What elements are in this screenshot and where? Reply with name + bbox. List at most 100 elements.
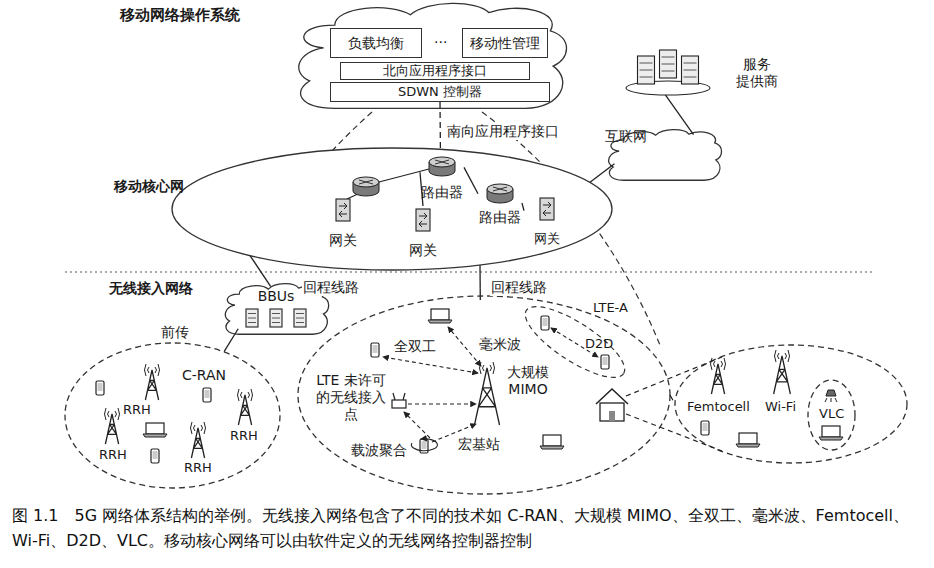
phone-screen (422, 441, 427, 449)
server-slot (662, 71, 675, 72)
connector (522, 203, 524, 211)
server-icon (294, 309, 306, 327)
phone-screen (373, 345, 378, 353)
free-label: 载波聚合 (350, 442, 408, 459)
radio-wave (480, 362, 495, 374)
router-arrows (435, 160, 449, 164)
house-wall (600, 403, 624, 421)
free-label: RRH (183, 460, 213, 476)
coverage-line (626, 414, 722, 451)
router-top (429, 157, 455, 167)
free-label: 大规模 MIMO (502, 364, 554, 398)
phone-icon (371, 343, 379, 357)
connector-label: 前传 (160, 324, 190, 341)
node-label: 网关 (524, 231, 570, 247)
node-label: Femtocell (687, 399, 750, 415)
region-ellipse: 宏基站LTE-AD2D (298, 296, 670, 494)
server-icon (638, 56, 655, 84)
laptop-screen (739, 433, 757, 444)
process-box: 北向应用程序接口 (340, 62, 530, 80)
ellipse-outline (298, 296, 670, 494)
process-box: 移动性管理 (462, 28, 548, 58)
node-label: 北向应用程序接口 (383, 63, 487, 79)
coverage-line (626, 357, 722, 396)
process-box: 负载均衡 (330, 28, 422, 58)
antenna-tower (474, 368, 499, 425)
node-label: 互联网 (605, 128, 723, 145)
access-point-antenna (393, 393, 405, 400)
server-slot (272, 318, 280, 319)
phone-screen (703, 423, 708, 431)
radio-wave (241, 392, 250, 398)
node-label: C-RAN (182, 367, 226, 384)
node-label: 移动网络操作系统 (120, 6, 240, 24)
antenna-tower (105, 414, 118, 444)
radio-wave (711, 358, 726, 370)
light-rays (825, 398, 837, 402)
link-arrow (408, 403, 476, 404)
node-label: VLC (819, 406, 844, 422)
node-label: SDWN 控制器 (398, 84, 482, 100)
phone-screen (153, 451, 158, 459)
laptop-screen (431, 309, 449, 320)
node-label: 网关 (320, 232, 366, 249)
server-icon (246, 309, 258, 327)
laptop-base (819, 437, 843, 440)
router-top (353, 177, 379, 187)
gateway-icon (540, 198, 554, 220)
house-door (609, 411, 615, 421)
laptop-base (143, 434, 167, 437)
connector (439, 102, 441, 149)
radio-wave (191, 422, 206, 434)
gateway-arrows (543, 202, 551, 216)
server-slot (662, 57, 675, 58)
access-point-icon (392, 400, 406, 408)
phone-icon (203, 388, 211, 402)
connector (665, 95, 693, 135)
free-label: 全双工 (393, 338, 437, 355)
radio-wave (148, 367, 157, 373)
antenna-tower (711, 364, 724, 394)
server-icon (682, 56, 699, 84)
node-label: 网关 (400, 242, 446, 259)
link-arrow (404, 412, 430, 438)
process-box: SDWN 控制器 (330, 82, 550, 102)
connector-label: 回程线路 (302, 279, 360, 296)
server-slot (296, 313, 304, 314)
connector (420, 172, 423, 206)
server-slot (640, 63, 653, 64)
free-label: 毫米波 (478, 336, 522, 353)
link-arrow (383, 357, 478, 373)
antenna-tower (145, 370, 158, 400)
free-label: RRH (98, 447, 128, 463)
laptop-screen (822, 426, 840, 437)
server-slot (684, 70, 697, 71)
free-label: 无线接入网络 (108, 280, 194, 297)
server-slot (640, 77, 653, 78)
cloud-shape (299, 3, 567, 108)
server-slot (662, 64, 675, 65)
gateway-icon (336, 199, 350, 221)
ellipse-shape (298, 296, 670, 494)
router-link (379, 169, 429, 182)
lamp-icon (826, 390, 836, 396)
radio-wave (775, 350, 790, 362)
node-label: LTE-A (593, 300, 628, 316)
phone-icon (151, 449, 159, 463)
router-top (487, 184, 513, 194)
server-slot (272, 322, 280, 323)
router-arrows (493, 187, 507, 191)
node-label: 路由器 (420, 184, 464, 201)
ellipse-shape (808, 380, 855, 450)
connector (464, 167, 478, 193)
connector-label: 回程线路 (490, 279, 548, 296)
figure-caption: 图 1.1 5G 网络体系结构的举例。无线接入网络包含了不同的技术如 C-RAN… (12, 504, 924, 554)
ellipse-shape (172, 148, 612, 270)
node-label: 宏基站 (458, 436, 500, 453)
phone-icon (601, 355, 609, 369)
server-slot (272, 313, 280, 314)
connector (670, 395, 675, 404)
phone-icon (541, 316, 549, 330)
ellipse-shape (65, 343, 280, 488)
radio-wave (105, 408, 120, 420)
